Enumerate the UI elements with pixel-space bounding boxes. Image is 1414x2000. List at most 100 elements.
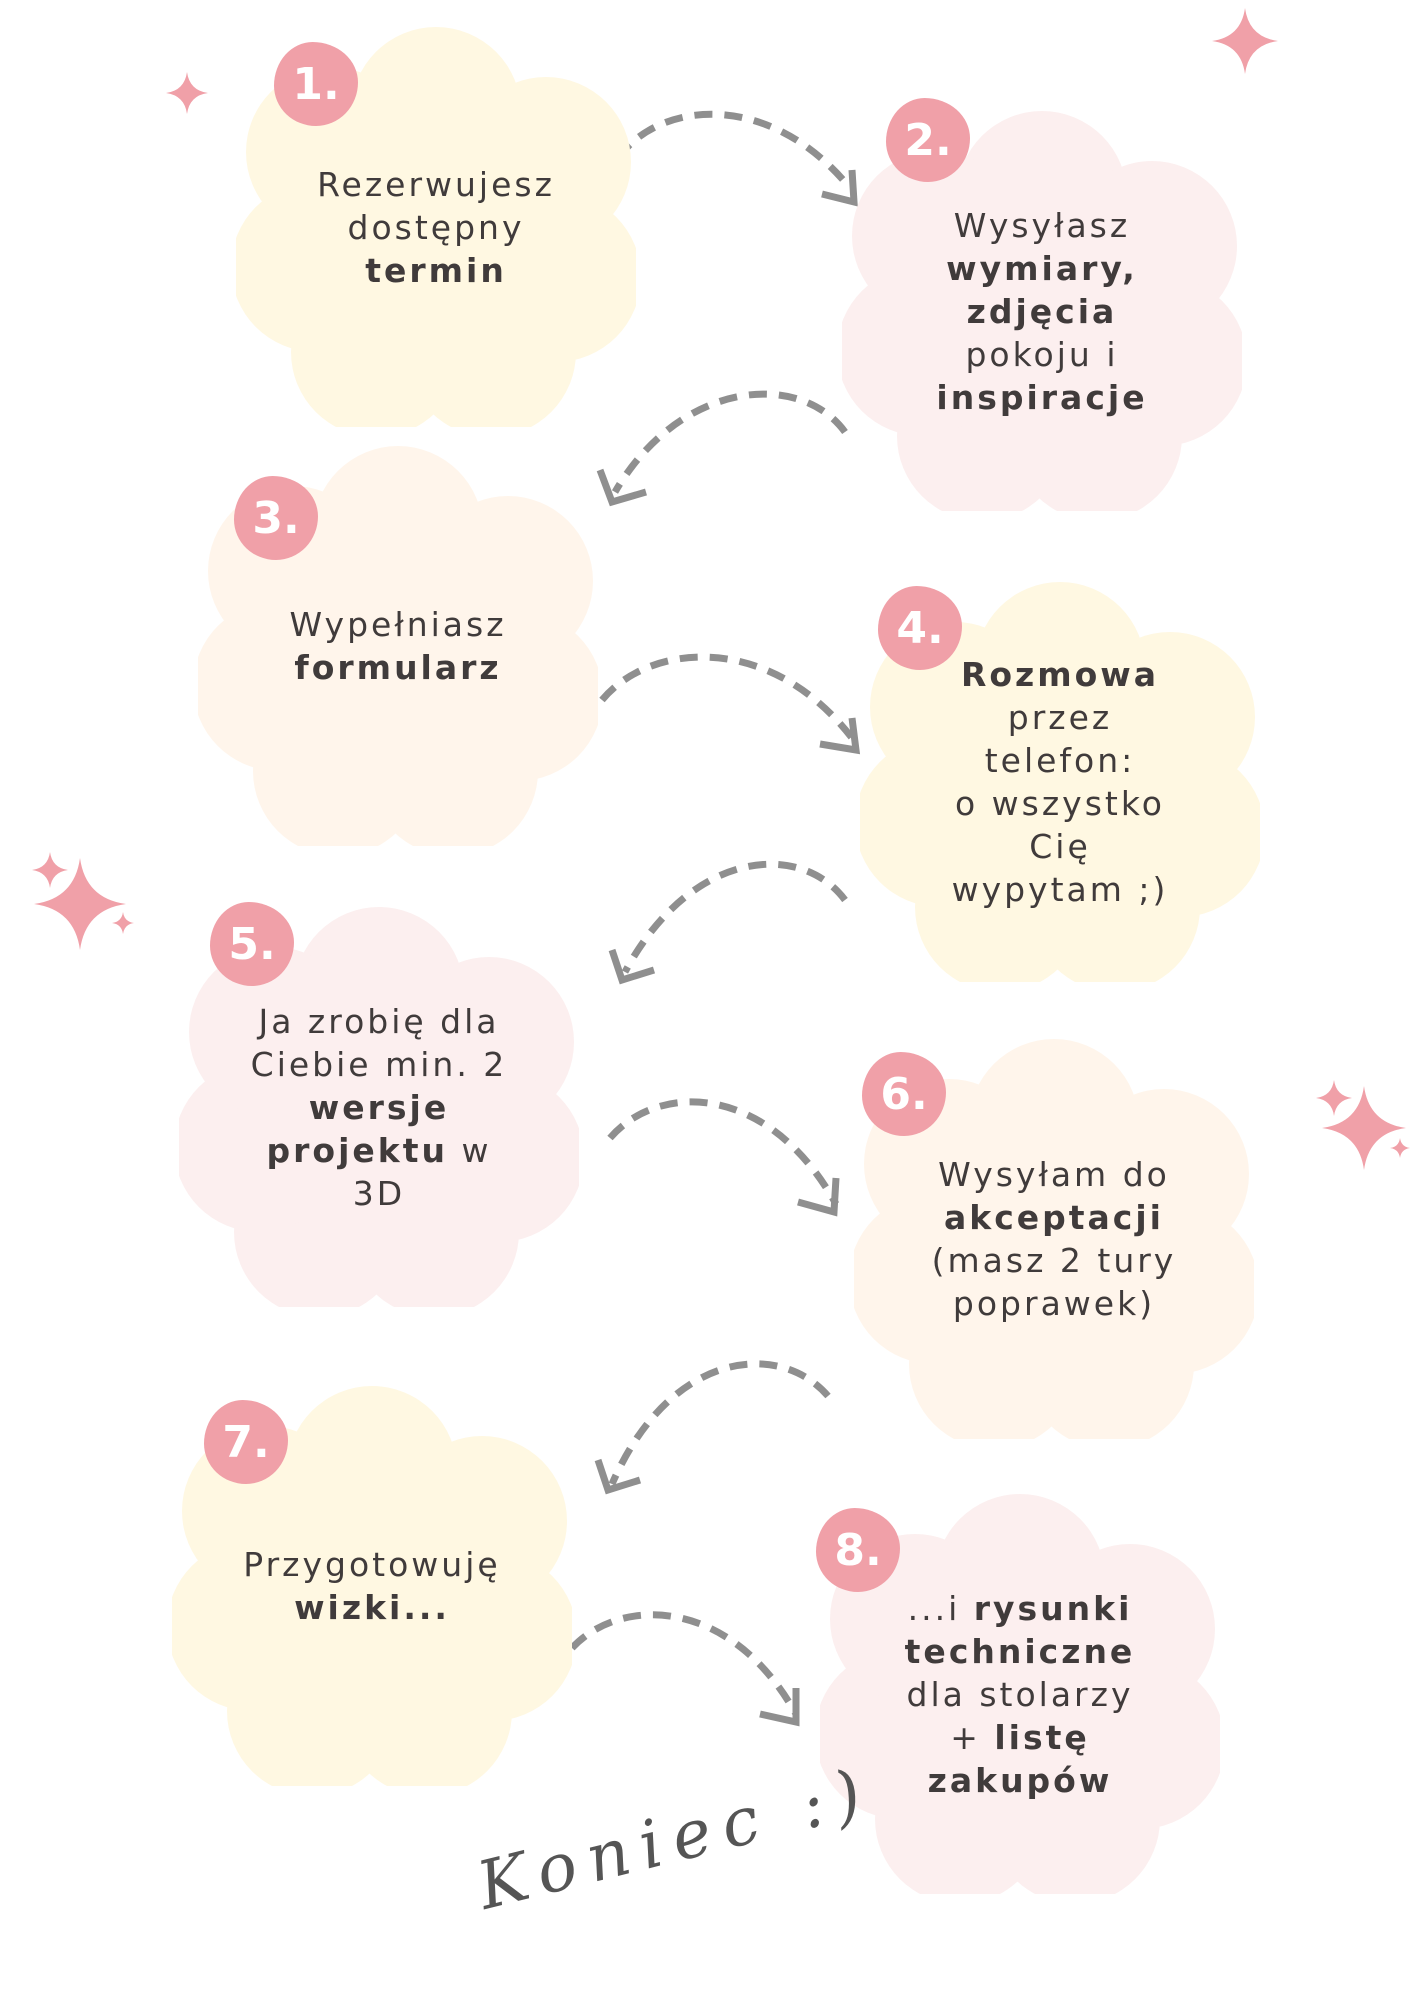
dashed-curved-arrow-icon	[594, 1360, 831, 1495]
description-line: Ja zrobię dla	[258, 1000, 499, 1043]
regular-text: poprawek)	[952, 1284, 1156, 1323]
regular-text: pokoju i	[965, 334, 1119, 374]
bold-text: wersje	[308, 1087, 450, 1127]
step-8-badge: 8.	[816, 1508, 900, 1592]
cloud-shape	[842, 111, 1242, 511]
description-line: Wypełniasz	[289, 603, 506, 646]
regular-text: Wypełniasz	[289, 605, 507, 644]
bold-text: inspiracje	[936, 377, 1148, 417]
description-line: dla stolarzy	[907, 1673, 1134, 1716]
description-line: wersje	[309, 1086, 449, 1129]
description-line: Rezerwujesz	[317, 163, 555, 206]
description-line: formularz	[294, 646, 501, 689]
regular-text: Ciebie min. 2	[250, 1044, 508, 1084]
cloud-shape	[172, 1386, 572, 1786]
description-line: Cię	[1029, 825, 1091, 868]
bold-text: techniczne	[904, 1631, 1136, 1671]
cloud-shape	[820, 1494, 1220, 1894]
description-line: przez	[1008, 696, 1112, 739]
description-line: Wysyłam do	[938, 1153, 1170, 1196]
cloud-shape	[236, 27, 636, 427]
description-line: Ciebie min. 2	[251, 1043, 508, 1086]
regular-text: (masz 2 tury	[931, 1241, 1177, 1280]
description-line: telefon:	[985, 739, 1136, 782]
dashed-curved-arrow-icon	[599, 653, 861, 755]
sparkle-icon	[34, 858, 126, 950]
description-line: 3D	[353, 1172, 405, 1215]
bold-text: zakupów	[927, 1760, 1113, 1800]
bold-text: Rozmowa	[960, 655, 1160, 694]
regular-text: w	[448, 1130, 492, 1170]
dashed-curved-arrow-icon	[569, 1611, 800, 1727]
description-line: ...i rysunki	[908, 1587, 1133, 1630]
description-line: pokoju i	[965, 333, 1118, 376]
regular-text: Przygotowuję	[243, 1545, 501, 1584]
regular-text: o wszystko	[955, 784, 1165, 823]
regular-text: Wysyłasz	[953, 205, 1131, 245]
step-6-badge: 6.	[862, 1052, 946, 1136]
bold-text: termin	[365, 250, 507, 290]
description-line: zdjęcia	[967, 290, 1118, 333]
regular-text: Wysyłam do	[938, 1155, 1170, 1194]
sparkle-icon	[166, 72, 208, 114]
step-description: Wypełniasz formularz	[258, 446, 538, 846]
sparkle-icon	[1212, 8, 1278, 74]
dashed-curved-arrow-icon	[608, 860, 848, 985]
description-line: termin	[365, 249, 507, 292]
cloud-shape	[854, 1039, 1254, 1439]
regular-text: Cię	[1029, 827, 1091, 866]
description-line: (masz 2 tury	[932, 1239, 1177, 1282]
step-1-badge: 1.	[274, 42, 358, 126]
step-7-badge: 7.	[204, 1400, 288, 1484]
regular-text: +	[950, 1717, 995, 1757]
description-line: poprawek)	[953, 1282, 1155, 1325]
regular-text: przez	[1007, 698, 1113, 737]
bold-text: zdjęcia	[966, 291, 1118, 331]
regular-text: ...i	[907, 1588, 974, 1628]
regular-text: 3D	[352, 1173, 406, 1213]
sparkle-icon	[1322, 1086, 1406, 1170]
sparkle-icon	[32, 852, 68, 888]
description-line: Przygotowuję	[243, 1543, 500, 1586]
description-line: zakupów	[928, 1759, 1113, 1802]
regular-text: wypytam ;)	[951, 870, 1169, 909]
bold-text: formularz	[294, 648, 502, 687]
description-line: + listę	[950, 1716, 1090, 1759]
description-line: techniczne	[905, 1630, 1136, 1673]
dashed-curved-arrow-icon	[615, 110, 858, 207]
description-line: Wysyłasz	[954, 204, 1130, 247]
sparkle-icon	[1390, 1138, 1410, 1158]
bold-text: projektu	[266, 1130, 448, 1170]
bold-text: wymiary,	[946, 248, 1138, 288]
regular-text: dostępny	[347, 207, 525, 247]
step-3-badge: 3.	[234, 476, 318, 560]
step-2-badge: 2.	[886, 98, 970, 182]
dashed-curved-arrow-icon	[596, 390, 848, 507]
step-4-badge: 4.	[878, 586, 962, 670]
regular-text: Ja zrobię dla	[258, 1001, 500, 1041]
bold-text: akceptacji	[943, 1198, 1164, 1237]
description-line: Rozmowa	[961, 653, 1159, 696]
description-line: inspiracje	[936, 376, 1147, 419]
description-line: wizki...	[294, 1586, 450, 1629]
cloud-shape	[179, 907, 579, 1307]
description-line: o wszystko	[955, 782, 1165, 825]
sparkle-icon	[1316, 1080, 1352, 1116]
regular-text: Rezerwujesz	[317, 164, 555, 204]
description-line: projektu w	[267, 1129, 492, 1172]
sparkle-icon	[112, 912, 134, 934]
dashed-curved-arrow-icon	[607, 1098, 840, 1217]
step-5-badge: 5.	[210, 902, 294, 986]
description-line: wymiary,	[946, 247, 1138, 290]
